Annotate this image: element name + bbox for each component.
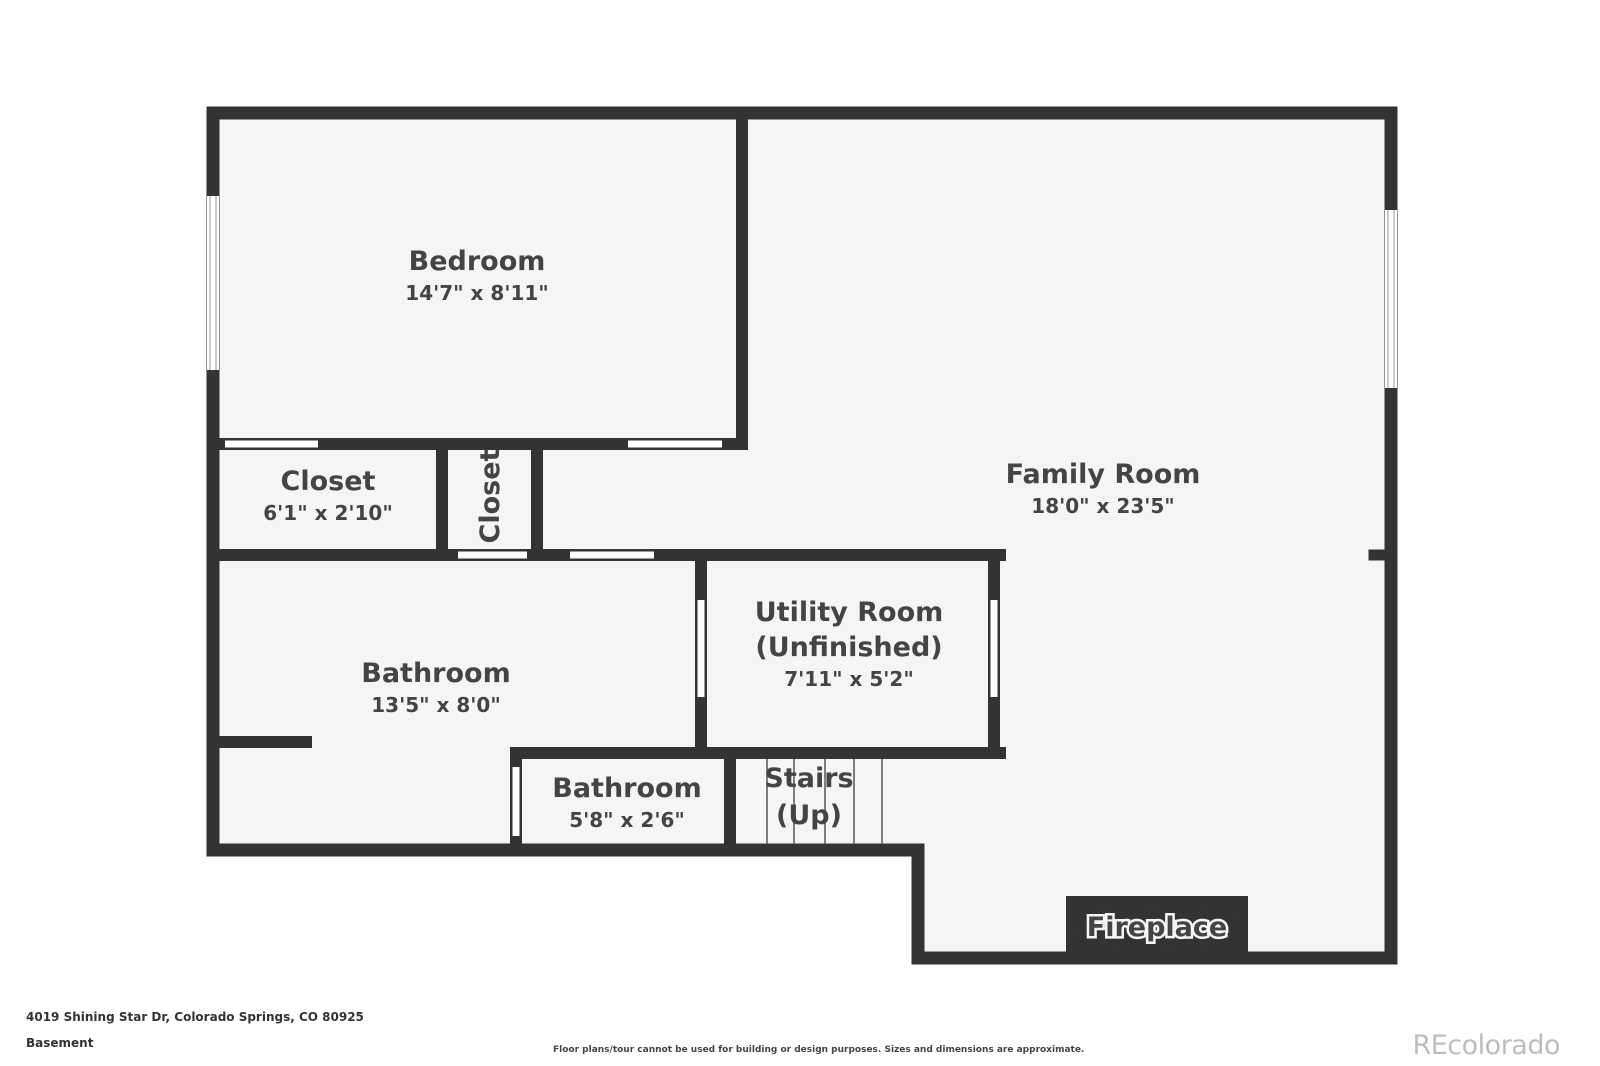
closet-1-name: Closet <box>281 466 376 497</box>
closet-1-dims: 6'1" x 2'10" <box>263 501 393 525</box>
property-address: 4019 Shining Star Dr, Colorado Springs, … <box>26 1010 364 1024</box>
family-room-window <box>1385 210 1397 388</box>
family-room-name: Family Room <box>1006 459 1201 490</box>
fireplace-icon <box>1066 896 1248 956</box>
door-openings <box>225 440 998 836</box>
floor-level-label: Basement <box>26 1036 94 1050</box>
bedroom-window <box>207 196 219 370</box>
utility-room-dims: 7'11" x 5'2" <box>784 667 914 691</box>
bedroom-name: Bedroom <box>409 246 546 277</box>
stairs-lines <box>766 759 883 844</box>
utility-room-name-line1: Utility Room <box>755 597 944 628</box>
bathroom-1-dims: 13'5" x 8'0" <box>371 693 501 717</box>
windows <box>207 196 1397 388</box>
bedroom-dims: 14'7" x 8'11" <box>405 281 548 305</box>
disclaimer-text: Floor plans/tour cannot be used for buil… <box>553 1045 1085 1055</box>
family-room-dims: 18'0" x 23'5" <box>1031 494 1174 518</box>
utility-room-name-line2: (Unfinished) <box>755 632 942 663</box>
bathroom-2-dims: 5'8" x 2'6" <box>569 808 685 832</box>
closet-2-name: Closet <box>475 448 506 543</box>
floor-area <box>213 113 1391 958</box>
stairs-name-line1: Stairs <box>764 763 853 794</box>
fireplace-label: Fireplace <box>1087 912 1227 943</box>
bathroom-1-name: Bathroom <box>361 658 510 689</box>
bathroom-2-name: Bathroom <box>552 773 701 804</box>
brand-logo: REcolorado <box>1412 1030 1560 1061</box>
stairs-name-line2: (Up) <box>776 800 842 831</box>
